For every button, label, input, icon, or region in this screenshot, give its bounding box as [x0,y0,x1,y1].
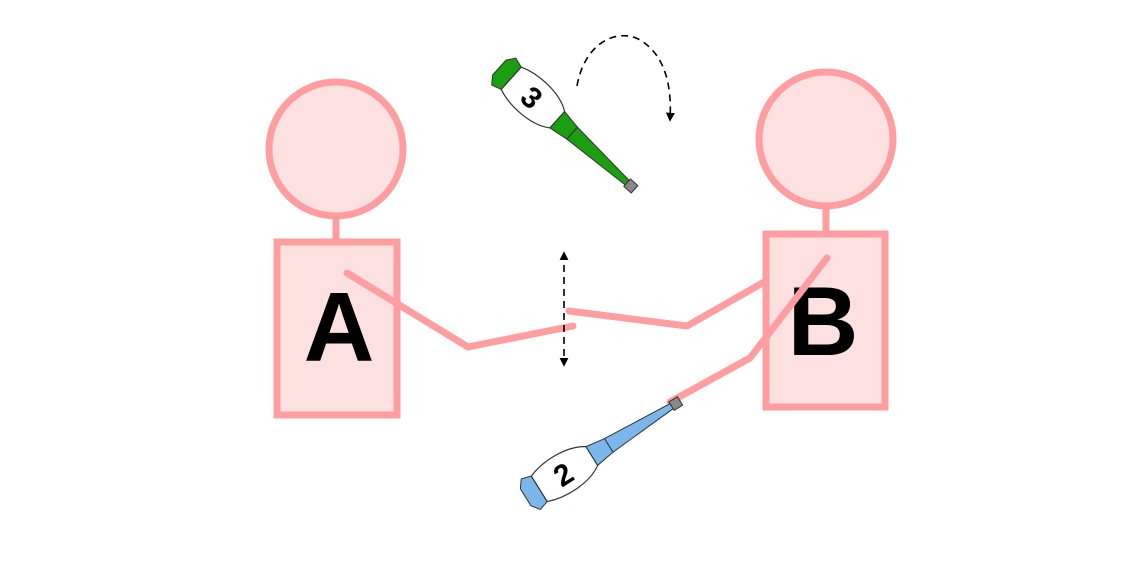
juggler-a: A [265,78,577,419]
juggler-a-label: A [304,272,375,382]
club-3-handle [566,126,630,186]
juggler-a-body [273,238,401,419]
club-2-cap [668,395,684,412]
spin-arrow-icon [576,34,675,122]
club-2: 2 [519,395,684,510]
juggler-b: B [565,68,897,411]
juggler-a-arm [343,269,577,351]
juggler-b-left-arm [565,277,770,330]
juggler-b-right-arm [666,254,831,406]
club-2-handle [603,402,674,453]
club-3: 3 [491,57,639,194]
juggler-a-head [265,78,407,220]
juggler-b-label: B [788,266,859,376]
club-3-cap [623,178,639,194]
juggler-b-head [755,68,897,210]
